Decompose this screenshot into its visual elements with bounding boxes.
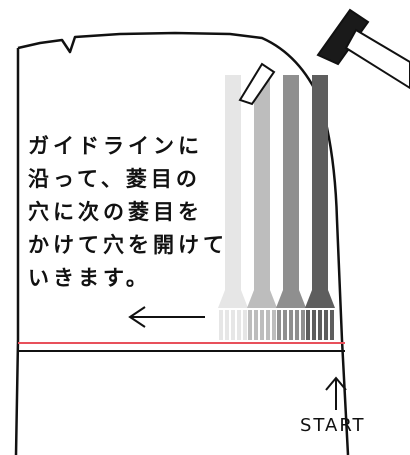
caption-line: 沿って、菱目の (28, 167, 201, 191)
instruction-caption: ガイドラインに 沿って、菱目の 穴に次の菱目を かけて穴を開けて いきます。 (28, 130, 228, 295)
chisel (247, 75, 277, 340)
diamond-chisel-icon (218, 75, 335, 340)
chisel (276, 75, 306, 340)
chisel (218, 75, 248, 340)
arrow-left-icon (128, 306, 205, 328)
caption-line: 穴に次の菱目を (28, 200, 203, 224)
caption-line: ガイドラインに (28, 134, 203, 158)
arrow-up-icon (325, 376, 347, 410)
caption-line: かけて穴を開けて (28, 233, 228, 257)
chisel (305, 75, 335, 340)
start-label: START (300, 415, 366, 436)
leather-left-edge (14, 48, 20, 455)
caption-line: いきます。 (28, 266, 151, 290)
hammer-icon (238, 8, 410, 106)
